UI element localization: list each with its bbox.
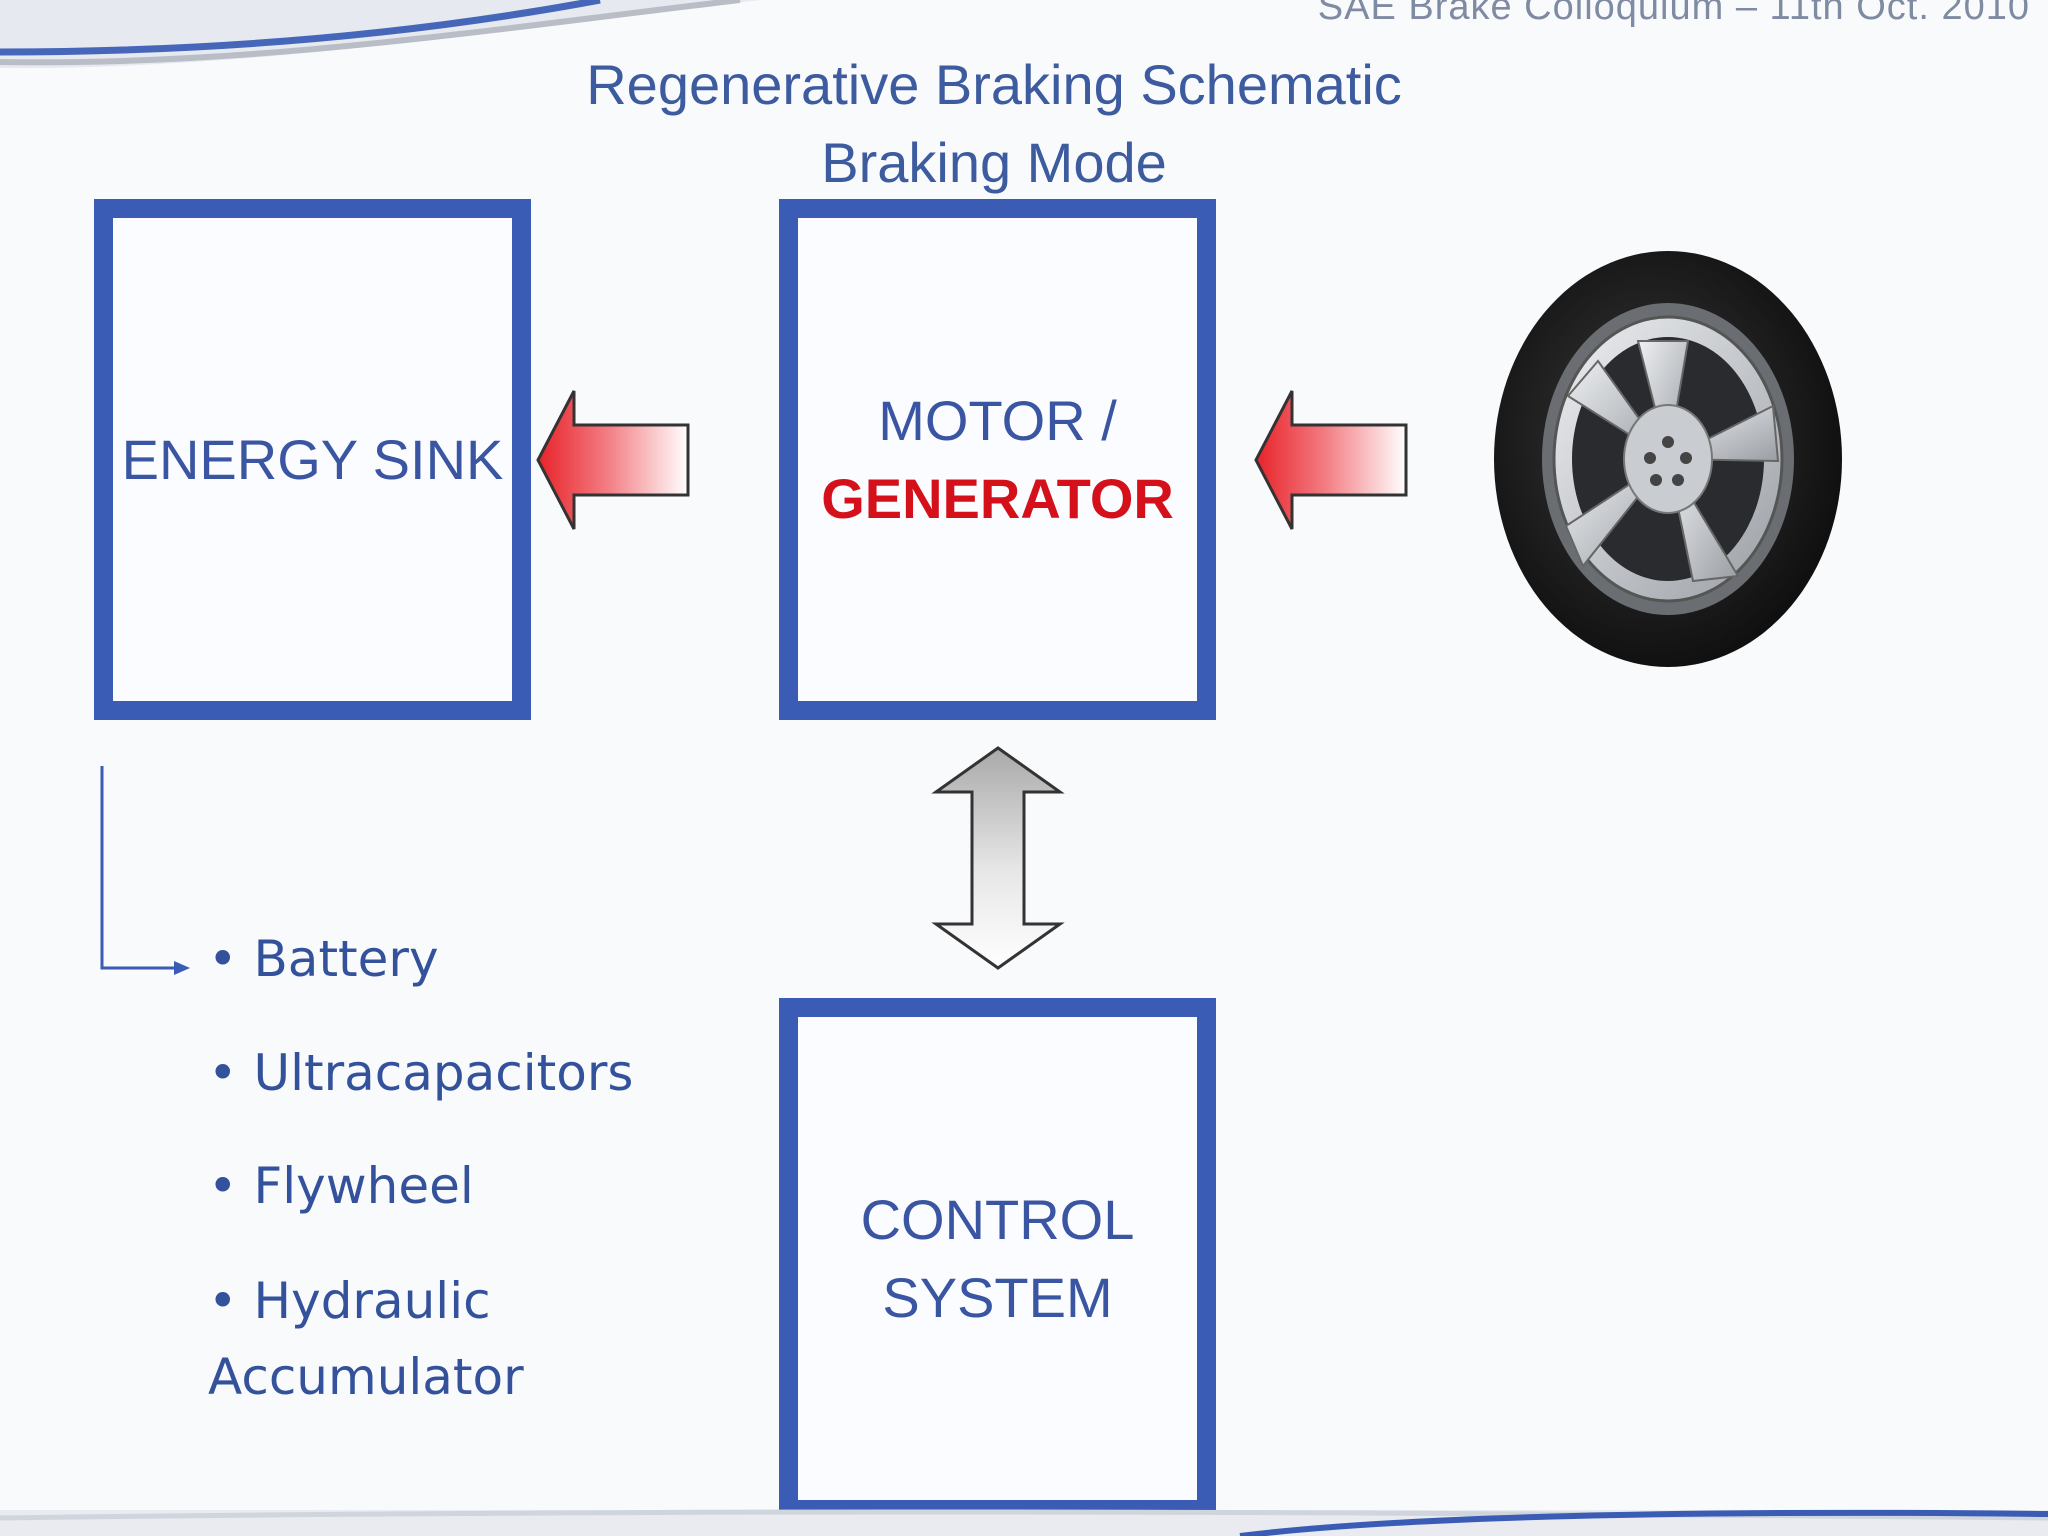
- sink-type-label: Hydraulic: [253, 1272, 491, 1330]
- bullet-icon: •: [208, 930, 238, 988]
- footer-swoosh: [0, 1509, 2048, 1536]
- list-item: • Flywheel: [208, 1157, 474, 1215]
- diagram-subtitle: Braking Mode: [821, 131, 1167, 194]
- generator-label: GENERATOR: [821, 466, 1174, 530]
- header-swoosh: [0, 0, 760, 69]
- list-item-continuation: Accumulator: [208, 1348, 524, 1406]
- bidirectional-arrow-icon: [931, 746, 1065, 970]
- control-label: CONTROL: [860, 1187, 1135, 1251]
- control-system-box: CONTROL SYSTEM: [779, 998, 1216, 1519]
- energy-sink-box: ENERGY SINK: [94, 199, 531, 720]
- sink-type-label: Ultracapacitors: [253, 1044, 634, 1102]
- bullet-icon: •: [208, 1272, 238, 1330]
- header-text: SAE Brake Colloquium – 11th Oct. 2010: [1317, 0, 2030, 28]
- motor-label: MOTOR /: [878, 388, 1117, 452]
- bullet-icon: •: [208, 1157, 238, 1215]
- sink-type-label: Flywheel: [253, 1157, 474, 1215]
- wheel-icon: [1494, 251, 1842, 667]
- red-arrow-icon: [536, 390, 690, 530]
- bullet-icon: •: [208, 1044, 238, 1102]
- list-item: • Hydraulic: [208, 1272, 491, 1330]
- motor-generator-box: MOTOR / GENERATOR: [779, 199, 1216, 720]
- red-arrow-icon: [1254, 390, 1408, 530]
- list-item: • Ultracapacitors: [208, 1044, 633, 1102]
- energy-sink-label: ENERGY SINK: [121, 427, 504, 491]
- sink-type-label: Battery: [253, 930, 439, 988]
- diagram-title: Regenerative Braking Schematic: [586, 53, 1402, 116]
- list-item: • Battery: [208, 930, 439, 988]
- system-label: SYSTEM: [882, 1265, 1113, 1329]
- connector-arrow-icon: [100, 766, 190, 975]
